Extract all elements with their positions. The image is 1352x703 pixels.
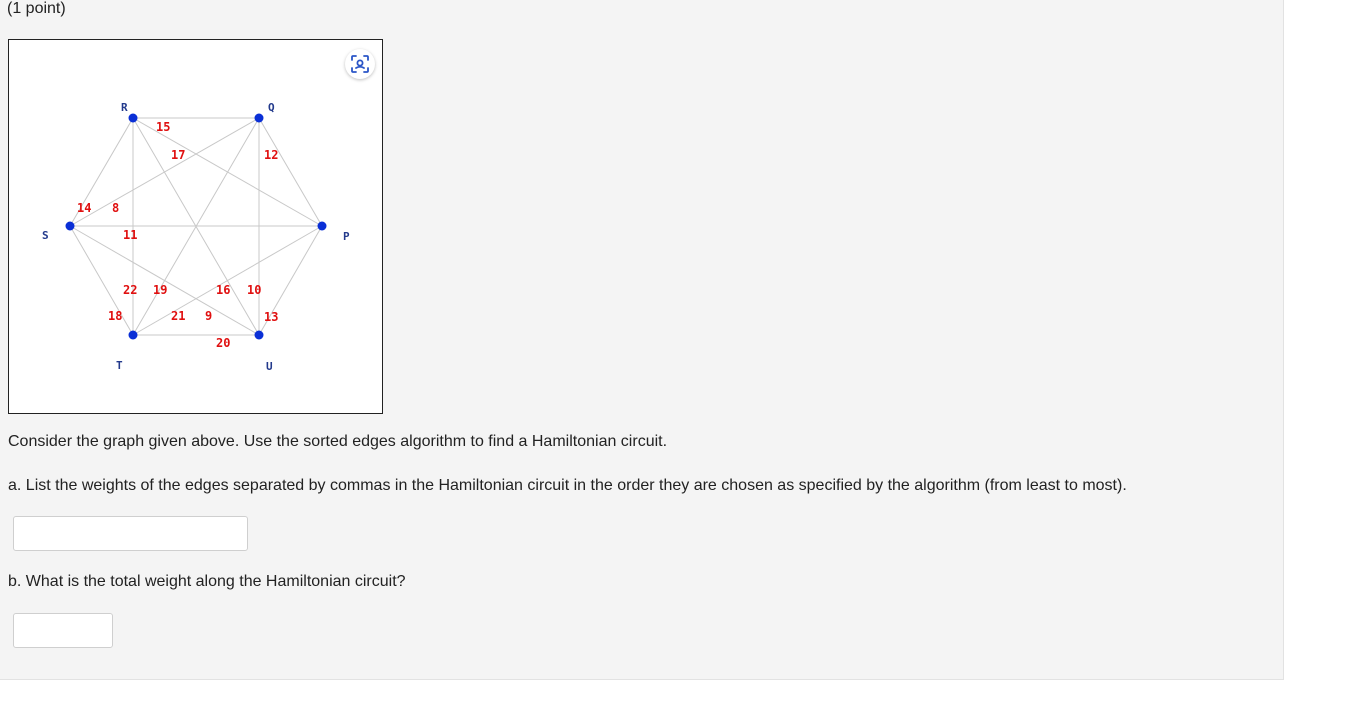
edge-weight-Q-U: 9 <box>205 309 212 323</box>
edge-T-Q <box>132 117 260 336</box>
question-part-b: b. What is the total weight along the Ha… <box>8 573 406 590</box>
image-zoom-icon <box>351 55 369 73</box>
edge-weight-R-Q: 15 <box>156 120 170 134</box>
edge-weight-T-U: 20 <box>216 336 230 350</box>
vertex-label-R: R <box>121 101 128 114</box>
answer-a-input[interactable] <box>13 516 248 551</box>
vertex-label-S: S <box>42 229 49 242</box>
question-intro: Consider the graph given above. Use the … <box>8 433 668 450</box>
edge-weight-S-T: 18 <box>108 309 122 323</box>
edge-R-S <box>69 117 134 227</box>
point-value: (1 point) <box>7 0 66 17</box>
vertex-label-Q: Q <box>268 101 275 114</box>
question-part-a: a. List the weights of the edges separat… <box>8 477 1127 494</box>
edge-R-P <box>132 117 323 227</box>
edge-weight-S-U: 19 <box>153 283 167 297</box>
edge-P-U <box>258 225 323 336</box>
zoom-button[interactable] <box>345 49 375 79</box>
edge-weight-R-S: 14 <box>77 201 91 215</box>
edge-S-T <box>69 225 134 336</box>
edge-weight-R-U: 22 <box>123 283 137 297</box>
edge-weight-S-Q: 17 <box>171 148 185 162</box>
vertex-U <box>254 330 264 340</box>
edge-weight-R-P: 21 <box>171 309 185 323</box>
vertex-label-T: T <box>116 359 123 372</box>
vertex-T <box>128 330 138 340</box>
vertex-P <box>317 221 327 231</box>
edge-weight-T-Q: 16 <box>216 283 230 297</box>
vertex-Q <box>254 113 264 123</box>
vertex-R <box>128 113 138 123</box>
edge-Q-P <box>258 117 323 227</box>
vertex-label-U: U <box>266 360 273 373</box>
edge-weight-T-P: 10 <box>247 283 261 297</box>
edge-weight-P-U: 13 <box>264 310 278 324</box>
edge-T-P <box>132 225 323 336</box>
vertex-label-P: P <box>343 230 350 243</box>
edge-weight-R-T: 8 <box>112 201 119 215</box>
vertex-S <box>65 221 75 231</box>
answer-b-input[interactable] <box>13 613 113 648</box>
edge-weight-Q-P: 12 <box>264 148 278 162</box>
edge-weight-S-P: 11 <box>123 228 137 242</box>
